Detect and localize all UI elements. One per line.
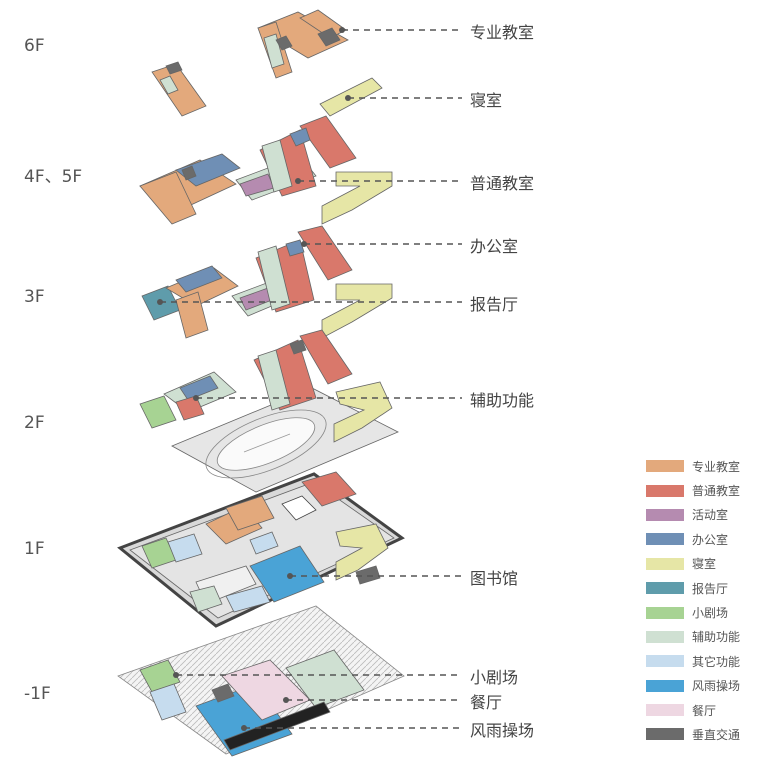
floor-1f-plan <box>117 471 405 628</box>
legend-item-auxiliary: 辅助功能 <box>646 625 756 649</box>
legend-item-special-classroom: 专业教室 <box>646 454 756 478</box>
legend-item-other: 其它功能 <box>646 649 756 673</box>
legend-label: 普通教室 <box>692 484 741 499</box>
legend-item-vertical-circulation: 垂直交通 <box>646 722 756 746</box>
legend-swatch <box>646 728 684 741</box>
legend-item-regular-classroom: 普通教室 <box>646 478 756 502</box>
legend-label: 活动室 <box>692 508 729 523</box>
legend: 专业教室 普通教室 活动室 办公室 寝室 报告厅 小剧场 辅助功能 其它功能 风… <box>646 454 756 747</box>
floor-b1-plan <box>117 605 405 757</box>
callout-covered-playground: 风雨操场 <box>470 721 535 740</box>
legend-label: 其它功能 <box>692 654 741 669</box>
legend-swatch <box>646 533 684 546</box>
legend-swatch <box>646 557 684 570</box>
callout-auxiliary: 辅助功能 <box>470 391 535 410</box>
floor-label-2f: 2F <box>24 413 45 433</box>
legend-item-office: 办公室 <box>646 527 756 551</box>
callout-dormitory: 寝室 <box>470 91 503 110</box>
callout-library: 图书馆 <box>470 569 519 588</box>
legend-label: 报告厅 <box>692 581 729 596</box>
legend-label: 办公室 <box>692 532 729 547</box>
legend-item-activity-room: 活动室 <box>646 503 756 527</box>
callout-leaders <box>157 27 462 731</box>
legend-label: 专业教室 <box>692 459 741 474</box>
floor-label-3f: 3F <box>24 287 45 307</box>
floor-label-4f5f: 4F、5F <box>24 167 83 187</box>
legend-item-lecture-hall: 报告厅 <box>646 576 756 600</box>
floor-3f-plan <box>141 225 393 339</box>
legend-swatch <box>646 606 684 619</box>
callout-special-classroom: 专业教室 <box>470 23 535 42</box>
legend-label: 寝室 <box>692 557 717 572</box>
legend-swatch <box>646 582 684 595</box>
legend-item-covered-playground: 风雨操场 <box>646 674 756 698</box>
legend-item-canteen: 餐厅 <box>646 698 756 722</box>
legend-label: 风雨操场 <box>692 679 741 694</box>
legend-swatch <box>646 484 684 497</box>
floor-label-b1: -1F <box>24 684 51 704</box>
callout-lecture-hall: 报告厅 <box>470 295 519 314</box>
callout-small-theater: 小剧场 <box>470 668 519 687</box>
legend-item-small-theater: 小剧场 <box>646 600 756 624</box>
legend-swatch <box>646 679 684 692</box>
legend-label: 垂直交通 <box>692 727 741 742</box>
callout-office: 办公室 <box>470 237 519 256</box>
legend-swatch <box>646 704 684 717</box>
legend-swatch <box>646 508 684 521</box>
floor-label-6f: 6F <box>24 36 45 56</box>
legend-label: 辅助功能 <box>692 630 741 645</box>
floor-6f-plan <box>151 9 383 117</box>
callout-regular-classroom: 普通教室 <box>470 174 535 193</box>
legend-swatch <box>646 655 684 668</box>
floor-2f-plan <box>139 329 399 493</box>
legend-label: 餐厅 <box>692 703 717 718</box>
legend-label: 小剧场 <box>692 606 729 621</box>
callout-canteen: 餐厅 <box>470 693 503 712</box>
floor-4f5f-plan <box>139 115 393 225</box>
legend-swatch <box>646 630 684 643</box>
floor-label-1f: 1F <box>24 539 45 559</box>
legend-item-dormitory: 寝室 <box>646 552 756 576</box>
legend-swatch <box>646 460 684 473</box>
